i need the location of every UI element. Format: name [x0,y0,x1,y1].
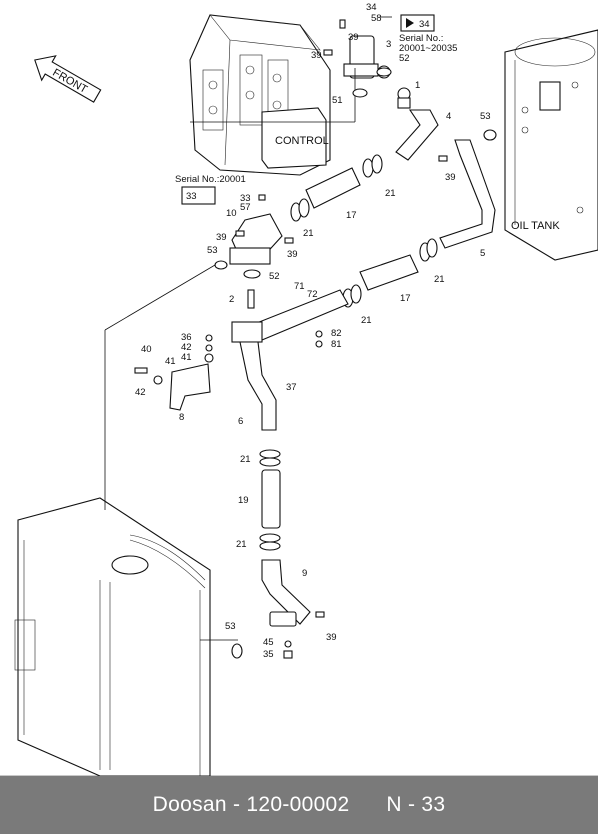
callout-41: 41 [181,352,192,363]
footer-bar: Doosan - 120-00002 N - 33 [0,776,598,834]
callout-1: 1 [415,80,420,91]
callout-42: 42 [181,342,192,353]
footer-gap [350,793,387,817]
callout-58: 58 [371,13,382,24]
callout-17: 17 [400,293,411,304]
serial-top-box-number: 34 [419,19,430,30]
callout-35: 35 [263,649,274,660]
callout-10: 10 [226,208,237,219]
callout-8: 8 [179,412,184,423]
callout-21: 21 [434,274,445,285]
callout-17: 17 [346,210,357,221]
callout-39: 39 [326,632,337,643]
footer-page: N - 33 [386,793,446,816]
callout-9: 9 [302,568,307,579]
callout-71: 71 [294,281,305,292]
callout-42: 42 [135,387,146,398]
callout-52: 52 [399,53,410,64]
footer-separator: - [226,793,247,816]
callout-21: 21 [303,228,314,239]
callout-4: 4 [446,111,451,122]
fitting-1 [397,87,411,109]
callout-19: 19 [238,495,249,506]
callout-39: 39 [348,32,359,43]
callout-82: 82 [331,328,342,339]
front-arrow: FRONT [34,55,102,103]
callout-39: 39 [287,249,298,260]
serial-top-range: 20001~20035 [399,43,457,54]
front-label: FRONT [50,67,89,96]
callout-53: 53 [207,245,218,256]
parts-diagram: CONTROL FRONT 34 Serial No.: 20001~20035… [0,0,598,777]
serial-left-box [181,186,216,205]
callout-21: 21 [361,315,372,326]
callout-37: 37 [286,382,297,393]
callout-81: 81 [331,339,342,350]
callout-33: 33 [240,193,251,204]
callout-57: 57 [240,202,251,213]
callout-52: 52 [269,271,280,282]
callout-39: 39 [216,232,227,243]
serial-top-note: 34 Serial No.: 20001~20035 [399,14,457,54]
callout-6: 6 [238,416,243,427]
pipe-main-diagonal [231,289,349,343]
callout-21: 21 [240,454,251,465]
callout-34: 34 [366,2,377,13]
callout-45: 45 [263,637,274,648]
pipe-4 [395,109,439,161]
fitting-10 [229,213,283,265]
hydraulic-piping-drawing: CONTROL FRONT 34 Serial No.: 20001~20035… [0,2,598,777]
callout-21: 21 [236,539,247,550]
pipe-5 [439,139,496,249]
callout-5: 5 [480,248,485,259]
pipe-37 [239,341,277,431]
callout-3: 3 [386,39,391,50]
serial-left-title: Serial No.:20001 [175,174,246,185]
serial-left-box-number: 33 [186,191,197,202]
callout-53: 53 [225,621,236,632]
callout-21: 21 [385,188,396,199]
footer-part-number: 120-00002 [246,793,350,816]
clamps-21-vertical [259,449,281,551]
callout-72: 72 [307,289,318,300]
control-label: CONTROL [275,135,329,147]
hose-19 [261,469,281,529]
radiator [0,497,598,777]
callout-2: 2 [229,294,234,305]
footer-brand: Doosan [152,793,227,816]
callout-40: 40 [141,344,152,355]
clamp-group [290,154,438,308]
pipe-9 [261,559,311,627]
callout-36: 36 [181,332,192,343]
callout-41: 41 [165,356,176,367]
callout-53: 53 [480,111,491,122]
callout-labels: 34 58 39 3 39 52 1 51 4 53 39 21 17 21 5… [135,2,491,660]
callout-39: 39 [445,172,456,183]
hose-17-upper [305,167,361,209]
callout-39: 39 [311,50,322,61]
oil-tank-label: OIL TANK [511,220,560,232]
bracket-8 [169,363,211,411]
control-valve: CONTROL [189,14,331,176]
serial-top-title: Serial No.: [399,33,443,44]
hose-17-lower [359,254,419,291]
oil-tank: OIL TANK [504,29,598,261]
callout-51: 51 [332,95,343,106]
hardware-bolts [134,19,497,659]
